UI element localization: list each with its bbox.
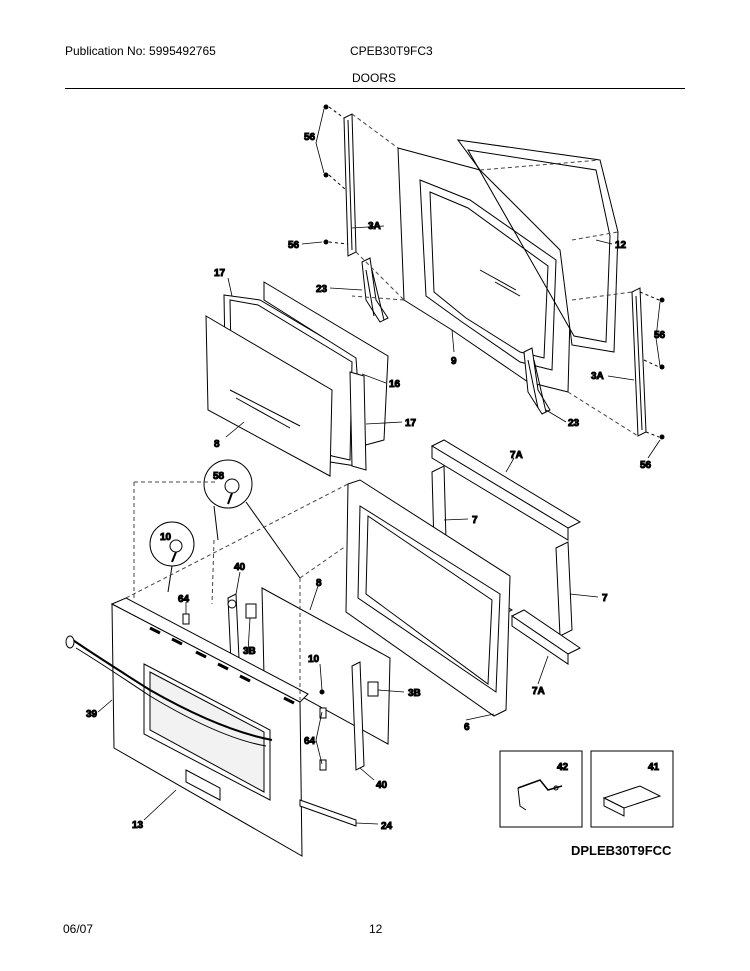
screw-detail-58	[203, 459, 301, 579]
callout-23: 23	[316, 284, 328, 295]
callout-3a: 3A	[591, 371, 604, 382]
callout-3b: 3B	[408, 688, 421, 699]
door-handle-39	[65, 635, 273, 747]
screw-detail-10	[149, 521, 195, 593]
callout-17: 17	[405, 418, 417, 429]
callout-23: 23	[568, 418, 580, 429]
callout-56: 56	[654, 330, 666, 341]
callout-41: 41	[648, 762, 660, 773]
callout-64: 64	[178, 594, 190, 605]
callout-56: 56	[288, 240, 300, 251]
screw-56-icon	[323, 172, 329, 178]
footer-date: 06/07	[63, 922, 94, 936]
insulation-7a-top	[430, 439, 582, 541]
screw-56-icon	[659, 297, 665, 303]
door-panel-12	[456, 139, 619, 353]
callout-7a: 7A	[532, 686, 545, 697]
callout-13: 13	[132, 820, 144, 831]
hinge-23-left	[361, 257, 389, 323]
callout-10: 10	[160, 532, 172, 543]
callout-17: 17	[214, 268, 226, 279]
outer-door-13	[110, 597, 309, 857]
callout-40: 40	[234, 562, 246, 573]
callout-7a: 7A	[510, 450, 523, 461]
callout-42: 42	[557, 762, 569, 773]
trim-strip-3a-right	[631, 287, 647, 437]
callout-56: 56	[304, 132, 316, 143]
callout-3a: 3A	[368, 221, 381, 232]
header-rule	[65, 88, 685, 89]
insulation-7-right	[555, 541, 573, 637]
bracket-3b-right	[367, 681, 379, 697]
callout-3b: 3B	[243, 646, 256, 657]
callout-56: 56	[640, 460, 652, 471]
callout-7: 7	[602, 593, 608, 604]
callout-6: 6	[464, 722, 470, 733]
callout-39: 39	[86, 709, 98, 720]
callout-8: 8	[214, 439, 220, 450]
bracket-3b-left	[245, 603, 257, 619]
clip-64-icon	[319, 707, 327, 719]
callout-40: 40	[376, 780, 388, 791]
trim-strip-3a-left	[343, 113, 357, 257]
callout-58: 58	[213, 471, 225, 482]
hinge-40-right	[351, 661, 365, 771]
section-title: DOORS	[352, 71, 397, 85]
screw-56-icon	[659, 434, 665, 440]
page-number: 12	[369, 922, 383, 936]
door-glass-8	[205, 315, 333, 477]
callout-10: 10	[308, 654, 320, 665]
screw-56-icon	[323, 104, 329, 110]
diagram-code: DPLEB30T9FCC	[571, 843, 672, 858]
model-number: CPEB30T9FC3	[350, 44, 433, 58]
screw-10-icon	[319, 689, 325, 695]
clip-64-icon	[182, 613, 190, 625]
hinge-23-right	[523, 347, 551, 415]
glass-frame-17b	[349, 371, 367, 471]
clip-64-icon	[319, 759, 327, 771]
screw-56-icon	[659, 364, 665, 370]
insulation-7a-bottom	[511, 609, 581, 665]
hinge-channel-24	[299, 799, 357, 827]
callout-12: 12	[615, 240, 627, 251]
inner-door-liner-6	[345, 479, 511, 717]
callout-8: 8	[316, 578, 322, 589]
publication-number: Publication No: 5995492765	[65, 44, 216, 58]
callout-64: 64	[304, 736, 316, 747]
callout-9: 9	[451, 356, 457, 367]
screw-56-icon	[323, 239, 329, 245]
callout-7: 7	[472, 515, 478, 526]
detail-box-41	[590, 750, 674, 828]
detail-box-42	[499, 750, 583, 828]
callout-16: 16	[389, 379, 401, 390]
callout-24: 24	[381, 821, 393, 832]
